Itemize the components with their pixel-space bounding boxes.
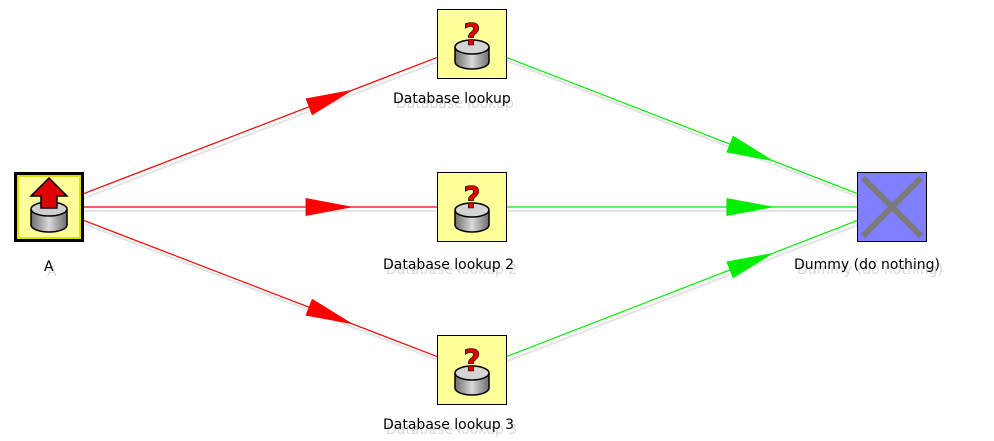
hop-shadow [50,210,475,375]
table-input-icon [14,172,84,242]
svg-text:?: ? [463,344,480,379]
step-dummy[interactable] [857,172,927,242]
database-lookup-icon: ? [437,9,507,79]
step-database-lookup[interactable]: ? [437,9,507,79]
svg-text:?: ? [463,18,480,53]
hop-lookup3-to-dummy[interactable] [471,206,893,371]
dummy-icon [857,172,927,242]
hop-arrowhead [305,89,354,116]
database-lookup-icon: ? [437,335,507,405]
svg-text:?: ? [463,181,480,216]
step-A[interactable] [14,172,84,242]
hop-shadow [50,47,475,212]
hop-arrowhead [726,135,775,162]
hop-A-to-lookup1[interactable] [48,43,473,208]
hop-lookup1-to-dummy[interactable] [471,43,893,208]
database-lookup-icon: ? [437,172,507,242]
step-database-lookup-2[interactable]: ? [437,172,507,242]
hops-layer [48,43,895,375]
hop-arrowhead [305,198,354,216]
step-label: Dummy (do nothing)Dummy (do nothing) [794,257,943,278]
hop-arrowhead [305,298,354,325]
hop-shadow [473,47,895,212]
hop-arrowhead [726,198,775,216]
hop-A-to-lookup3[interactable] [48,206,473,371]
hop-shadow [473,210,895,375]
step-database-lookup-3[interactable]: ? [437,335,507,405]
hop-arrowhead [726,252,775,279]
